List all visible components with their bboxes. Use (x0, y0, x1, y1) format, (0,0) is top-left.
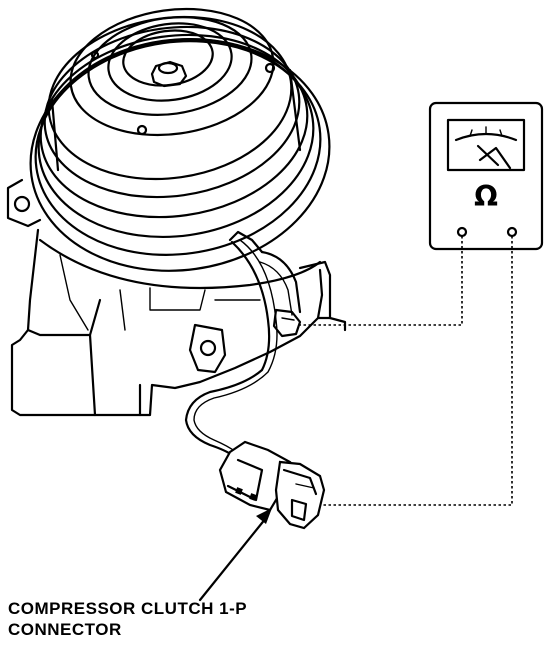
connector-1p (218, 440, 326, 530)
ohm-symbol: Ω (474, 180, 498, 213)
connector-label-line2: CONNECTOR (8, 620, 122, 639)
connector-label: COMPRESSOR CLUTCH 1-P CONNECTOR (8, 598, 247, 640)
ohmmeter (428, 101, 544, 251)
pointer-arrow (198, 508, 272, 602)
meter-terminal-right (506, 226, 518, 238)
meter-terminal-left (456, 226, 468, 238)
center-bolt (150, 60, 188, 88)
mounting-ear-front (188, 323, 227, 374)
clutch-terminal (272, 308, 302, 338)
connector-label-line1: COMPRESSOR CLUTCH 1-P (8, 599, 248, 618)
compressor-body (10, 228, 347, 417)
test-leads (300, 236, 513, 506)
clutch-lead-wire (184, 230, 302, 457)
clutch-pulley (29, 7, 331, 272)
mounting-ear-left (6, 178, 42, 228)
